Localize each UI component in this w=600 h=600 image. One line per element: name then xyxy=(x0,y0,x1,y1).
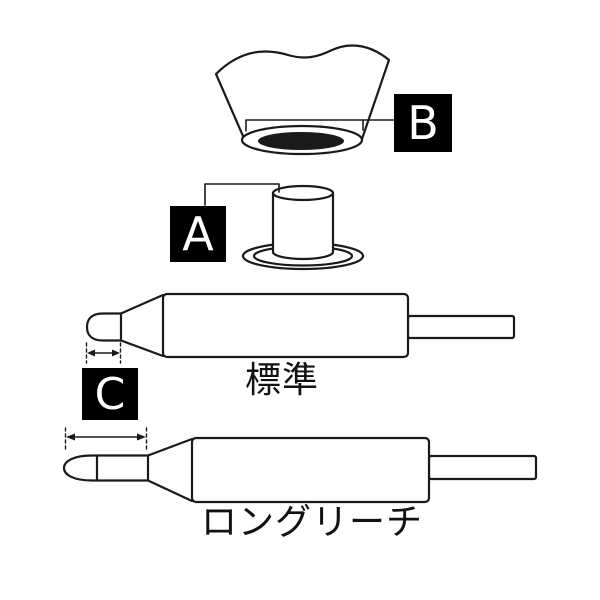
label-b-badge: B xyxy=(394,94,452,152)
standard-tip-shaft xyxy=(406,314,516,340)
label-a-badge: A xyxy=(170,206,226,262)
standard-tip-drawing xyxy=(85,292,516,364)
dimension-standard-tip xyxy=(85,342,122,364)
label-c-text: C xyxy=(94,368,126,420)
label-a-text: A xyxy=(182,207,214,261)
label-b-text: B xyxy=(407,96,439,150)
caption-standard: 標準 xyxy=(244,360,319,401)
long-reach-tip-shaft xyxy=(427,454,538,481)
label-c-badge: C xyxy=(82,368,138,420)
callout-line-b xyxy=(245,119,398,132)
long-reach-tip-drawing xyxy=(62,427,538,504)
nozzle-opening-hole xyxy=(258,132,344,150)
long-reach-tip-nose xyxy=(62,454,150,482)
callout-line-a xyxy=(204,183,280,206)
caption-long-reach: ロングリーチ xyxy=(200,502,423,543)
tip-flange-drawing xyxy=(204,183,365,271)
standard-tip-nose xyxy=(85,312,123,342)
dimension-long-reach-tip xyxy=(64,427,148,453)
standard-tip-body xyxy=(161,292,410,359)
nozzle-shield-drawing xyxy=(214,44,398,156)
long-reach-tip-body xyxy=(190,436,431,504)
